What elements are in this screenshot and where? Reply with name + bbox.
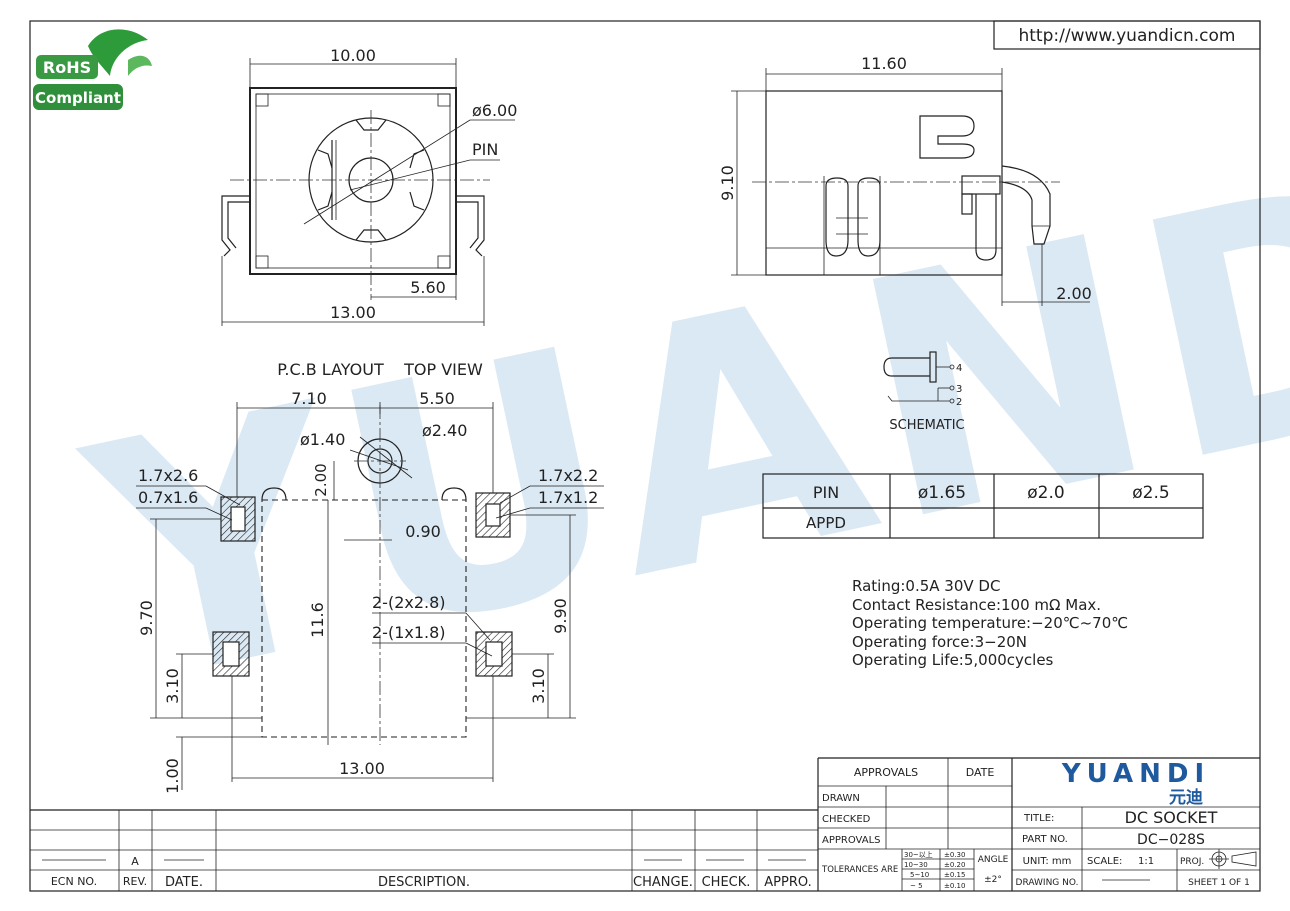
side-view	[731, 68, 1090, 306]
tb-angle: ANGLE	[978, 855, 1009, 865]
revision-table	[30, 758, 819, 891]
rohs-compliant-text: Compliant	[35, 89, 121, 107]
pcb-dim-090: 0.90	[405, 522, 441, 541]
pin-table-pin: PIN	[813, 483, 839, 502]
tb-drawn: DRAWN	[822, 793, 860, 804]
specifications: Rating:0.5A 30V DC Contact Resistance:10…	[852, 577, 1128, 669]
tb-date: DATE	[966, 766, 995, 779]
tb-unit: UNIT: mm	[1023, 856, 1072, 867]
pcb-title: P.C.B LAYOUT TOP VIEW	[277, 360, 483, 379]
tb-title-value: DC SOCKET	[1125, 808, 1218, 827]
tb-logo: YUANDI	[1061, 759, 1210, 789]
tb-tol-range: 5~10	[910, 871, 929, 879]
pcb-dia-big: ø2.40	[422, 421, 467, 440]
rev-header-rev: REV.	[123, 875, 147, 888]
tb-tol-value: ±0.30	[944, 851, 965, 859]
tb-tol-range: 10~30	[904, 861, 928, 869]
pcb-dim-left: 7.10	[291, 389, 327, 408]
front-diameter-label: ø6.00	[472, 101, 517, 120]
pcb-dim-310-left: 3.10	[163, 668, 182, 704]
schematic-pin2: 2	[956, 397, 962, 408]
pcb-dim-990: 9.90	[551, 598, 570, 634]
schematic-symbol	[883, 351, 955, 404]
front-dim-top: 10.00	[330, 46, 376, 65]
tb-tol-value: ±0.15	[944, 871, 965, 879]
pcb-dim-970: 9.70	[137, 600, 156, 636]
pcb-dim-116: 11.6	[308, 602, 327, 638]
pcb-dim-310-right: 3.10	[529, 668, 548, 704]
pcb-pad-left-inner: 0.7x1.6	[138, 488, 198, 507]
pcb-dia-small: ø1.40	[300, 430, 345, 449]
pin-table-appd: APPD	[806, 514, 846, 532]
tb-sheet: SHEET 1 OF 1	[1188, 878, 1250, 888]
tb-part-label: PART NO.	[1022, 834, 1068, 845]
side-dim-pin: 2.00	[1056, 284, 1092, 303]
title-block	[818, 757, 1260, 891]
tb-tol-value: ±0.10	[944, 882, 965, 890]
spec-line: Operating temperature:−20℃~70℃	[852, 614, 1128, 632]
spec-line: Operating Life:5,000cycles	[852, 651, 1054, 669]
tb-proj: PROJ.	[1180, 857, 1204, 867]
rev-header-desc: DESCRIPTION.	[378, 875, 470, 890]
schematic-label: SCHEMATIC	[889, 418, 964, 433]
spec-line: Rating:0.5A 30V DC	[852, 577, 1000, 595]
schematic-pin4: 4	[956, 363, 962, 374]
pcb-pad-right-outer: 1.7x2.2	[538, 466, 598, 485]
pcb-pad-left-outer: 1.7x2.6	[138, 466, 198, 485]
tb-angle-value: ±2°	[984, 875, 1002, 885]
side-dim-height: 9.10	[718, 165, 737, 201]
spec-line: Operating force:3−20N	[852, 633, 1027, 651]
rev-header-check: CHECK.	[702, 875, 751, 890]
pcb-layout	[136, 402, 604, 790]
tb-scale-value: 1:1	[1138, 856, 1154, 867]
website-box	[993, 20, 1261, 50]
pcb-dim-200: 2.00	[312, 463, 330, 496]
tb-tol-range: 30~以上	[904, 850, 933, 859]
rohs-text: RoHS	[43, 58, 91, 77]
front-view	[221, 58, 515, 326]
tb-tol-value: ±0.20	[944, 861, 965, 869]
drawing-frame	[29, 20, 1261, 892]
pcb-dim-1300: 13.00	[339, 759, 385, 778]
pcb-pad-right-inner: 1.7x1.2	[538, 488, 598, 507]
tb-approvals: APPROVALS	[854, 766, 918, 779]
tb-logo-cn: 元迪	[1169, 787, 1203, 808]
pin-table-165: ø1.65	[918, 483, 966, 503]
pcb-pad-bottom-outer: 2-(2x2.8)	[372, 593, 446, 612]
front-dim-offset: 5.60	[410, 278, 446, 297]
tb-tolerances: TOLERANCES ARE	[821, 865, 898, 875]
pcb-dim-100: 1.00	[163, 758, 182, 794]
tb-tol-range: ~ 5	[910, 882, 923, 890]
front-dim-bottom: 13.00	[330, 303, 376, 322]
tb-drawing-label: DRAWING NO.	[1016, 878, 1079, 888]
rev-header-appro: APPRO.	[764, 875, 811, 890]
tb-checked: CHECKED	[822, 814, 871, 825]
pin-table	[762, 473, 1204, 539]
rev-header-ecn: ECN NO.	[51, 875, 97, 888]
tb-scale-label: SCALE:	[1087, 856, 1122, 867]
front-pin-label: PIN	[472, 140, 498, 159]
rev-header-change: CHANGE.	[633, 875, 693, 890]
rev-a: A	[131, 855, 139, 868]
rohs-logo: RoHS Compliant	[33, 29, 152, 110]
side-dim-width: 11.60	[861, 54, 907, 73]
pcb-pad-bottom-inner: 2-(1x1.8)	[372, 623, 446, 642]
pin-table-20: ø2.0	[1027, 483, 1064, 503]
pin-table-25: ø2.5	[1132, 483, 1169, 503]
schematic-pin3: 3	[956, 384, 962, 395]
tb-title-label: TITLE:	[1023, 813, 1054, 824]
rev-header-date: DATE.	[165, 875, 203, 890]
spec-line: Contact Resistance:100 mΩ Max.	[852, 596, 1101, 614]
pcb-dim-right: 5.50	[419, 389, 455, 408]
tb-approvals2: APPROVALS	[822, 835, 881, 846]
website-text: http://www.yuandicn.com	[1018, 26, 1235, 46]
tb-part-value: DC−028S	[1137, 832, 1205, 848]
